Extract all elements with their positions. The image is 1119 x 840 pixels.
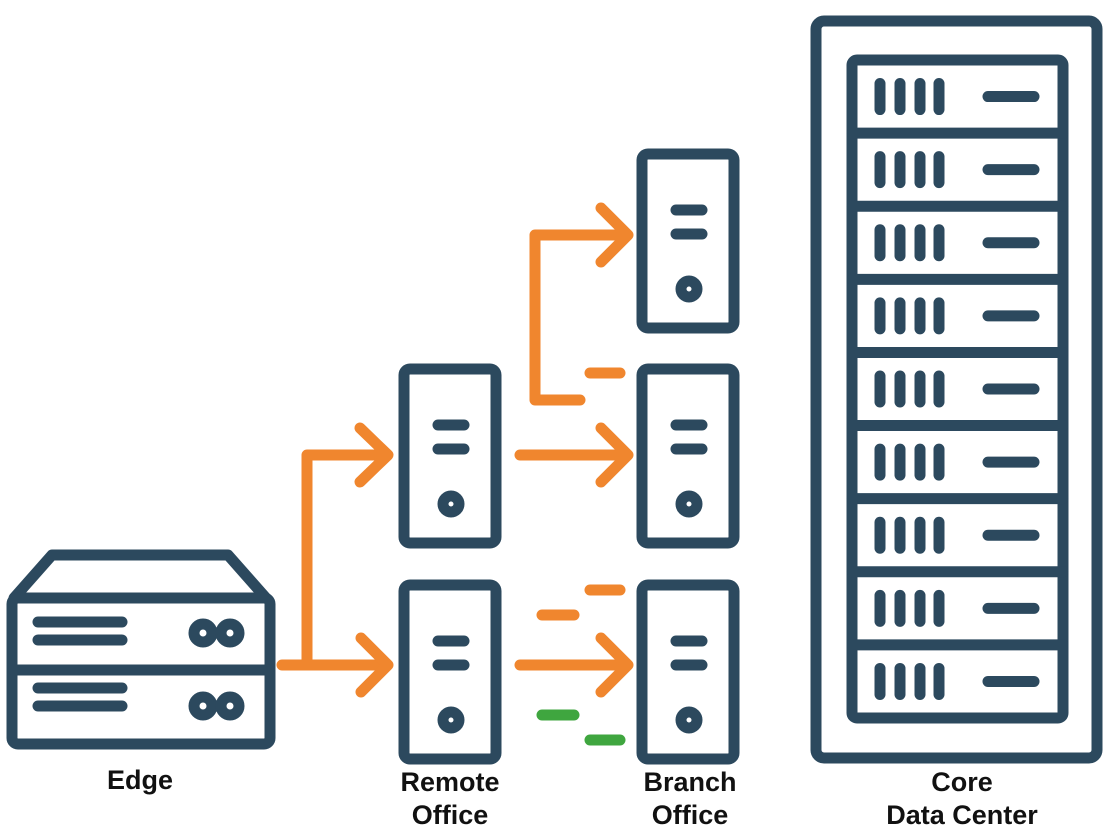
core-rack-inner: [846, 54, 1069, 724]
remote-office-server-2-icon: [398, 579, 502, 765]
remote-to-branch-arrow-lower: [514, 632, 634, 698]
core-rack-frame: [810, 15, 1103, 764]
edge-to-remote-arrow-upper-head: [354, 422, 394, 488]
remote-label-line2: Office: [411, 800, 489, 830]
remote-office-label: Remote Office: [350, 766, 550, 832]
branch-office-label: Branch Office: [590, 766, 790, 832]
rack-unit-6: [846, 420, 1069, 481]
remote-office-server-1-icon: [398, 363, 502, 549]
core-data-center-label: Core Data Center: [862, 766, 1062, 832]
tower-servers: [398, 148, 740, 765]
edge-server-top: [8, 549, 272, 604]
traffic-flows: [276, 202, 634, 746]
branch-office-server-3-icon: [636, 579, 740, 765]
core-label-line1: Core: [931, 767, 993, 797]
core-label-line2: Data Center: [886, 800, 1038, 830]
edge-to-remote-arrow-lower: [276, 449, 394, 698]
remote-to-branch-arrow-middle: [514, 422, 634, 488]
branch-office-server-1-icon: [636, 148, 740, 334]
rack-unit-8: [846, 566, 1069, 627]
edge-server-icon: [6, 549, 276, 750]
branch-office-server-2-icon: [636, 363, 740, 549]
rack-unit-7: [846, 493, 1069, 554]
remote-label-line1: Remote: [400, 767, 500, 797]
rack-unit-9: [846, 639, 1069, 700]
edge-label: Edge: [106, 765, 173, 795]
core-rack-icon: [810, 15, 1103, 764]
remote-to-branch-arrow-upper: [529, 202, 634, 406]
branch-label-line2: Office: [651, 800, 729, 830]
rack-unit-5: [846, 346, 1069, 408]
rack-unit-1: [874, 78, 1040, 116]
rack-unit-4: [846, 273, 1069, 335]
rack-unit-3: [846, 200, 1069, 262]
branch-label-line1: Branch: [643, 767, 737, 797]
rack-unit-2: [846, 127, 1069, 189]
